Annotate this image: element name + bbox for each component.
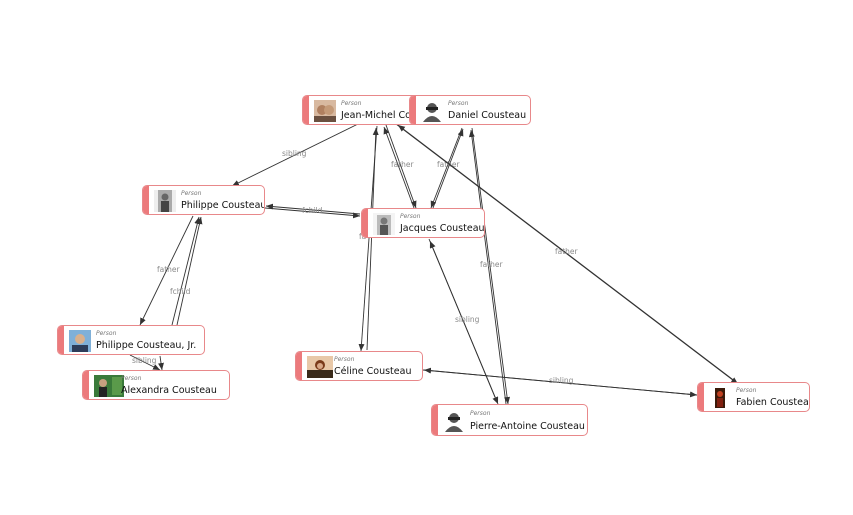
node-alexandra-cousteau[interactable]: Person Alexandra Cousteau (82, 370, 230, 400)
photo-face-icon (314, 100, 336, 122)
node-pierre-antoine-cousteau[interactable]: Person Pierre-Antoine Cousteau (431, 404, 588, 436)
node-fabien-cousteau[interactable]: Person Fabien Cousteau (697, 382, 810, 412)
node-stripe (303, 96, 309, 124)
node-stripe (83, 371, 89, 399)
node-name: Alexandra Cousteau (121, 385, 217, 396)
node-type: Person (470, 410, 491, 417)
edge-fchild-philippe-jacques[interactable]: fchild (264, 203, 361, 219)
edge-sibling-jeanmichel-philippe[interactable]: sibling (231, 123, 359, 187)
node-name: Daniel Cousteau (448, 110, 527, 121)
person-placeholder-icon (421, 100, 443, 122)
node-type: Person (121, 375, 142, 382)
node-stripe (410, 96, 416, 124)
edge-sibling-celine-fabien[interactable]: sibling (422, 367, 698, 398)
edge-label: sibling (132, 356, 157, 365)
node-type: Person (181, 190, 202, 197)
node-stripe (698, 383, 704, 411)
node-type: Person (400, 213, 421, 220)
edge-father-daniel-pierreantoine[interactable]: father (468, 127, 511, 405)
edge-label: sibling (455, 315, 480, 324)
node-daniel-cousteau[interactable]: Person Daniel Cousteau (409, 95, 531, 125)
edge-father-daniel-jacques[interactable]: father (430, 127, 464, 209)
edge-label: fchild (170, 287, 191, 296)
node-name: Jacques Cousteau (400, 223, 485, 234)
node-type: Person (448, 100, 469, 107)
photo-face-icon (69, 330, 91, 352)
node-type: Person (341, 100, 362, 107)
node-name: Pierre-Antoine Cousteau (470, 421, 585, 432)
edge-father-jeanmichel-fabien[interactable]: father (395, 123, 739, 385)
edge-father-jeanmichel-celine[interactable] (358, 125, 379, 352)
node-name: Fabien Cousteau (736, 397, 810, 408)
edge-label: sibling (282, 149, 307, 158)
node-stripe (432, 405, 438, 435)
node-type: Person (736, 387, 757, 394)
node-celine-cousteau[interactable]: Person Céline Cousteau (295, 351, 423, 381)
node-stripe (143, 186, 149, 214)
photo-dark-icon (709, 387, 731, 409)
node-type: Person (334, 356, 355, 363)
photo-warm-icon (307, 356, 333, 378)
edge-label: father (391, 160, 415, 169)
node-stripe (362, 209, 368, 237)
node-philippe-cousteau[interactable]: Person Philippe Cousteau (142, 185, 265, 215)
node-jacques-cousteau[interactable]: Person Jacques Cousteau (361, 208, 485, 238)
node-type: Person (96, 330, 117, 337)
person-placeholder-icon (443, 410, 465, 432)
photo-bw-icon (154, 190, 176, 212)
node-name: Philippe Cousteau (181, 200, 265, 211)
edge-fchild-philippejr-philippe[interactable]: fchild (170, 216, 203, 326)
edge-father-philippe-philippejr[interactable]: father (139, 215, 194, 326)
node-stripe (296, 352, 302, 380)
node-jean-michel-cousteau[interactable]: Person Jean-Michel Cousteau (302, 95, 424, 125)
edge-sibling-jacques-pierreantoine[interactable]: sibling (428, 238, 499, 405)
photo-green-icon (94, 375, 124, 397)
edge-sibling-philippejr-alexandra[interactable]: sibling (129, 354, 164, 371)
edge-label: father (480, 260, 504, 269)
node-name: Jean-Michel Cousteau (341, 110, 423, 121)
edge-label: sibling (549, 376, 574, 385)
photo-bw-icon (373, 213, 395, 235)
node-name: Philippe Cousteau, Jr. (96, 340, 197, 351)
edge-label: fchild (302, 206, 323, 215)
edge-label: father (555, 247, 579, 256)
node-stripe (58, 326, 64, 354)
edge-label: father (157, 265, 181, 274)
node-philippe-cousteau-jr[interactable]: Person Philippe Cousteau, Jr. (57, 325, 205, 355)
node-name: Céline Cousteau (334, 366, 412, 377)
edge-father-jacques-jeanmichel[interactable]: father (383, 124, 417, 209)
